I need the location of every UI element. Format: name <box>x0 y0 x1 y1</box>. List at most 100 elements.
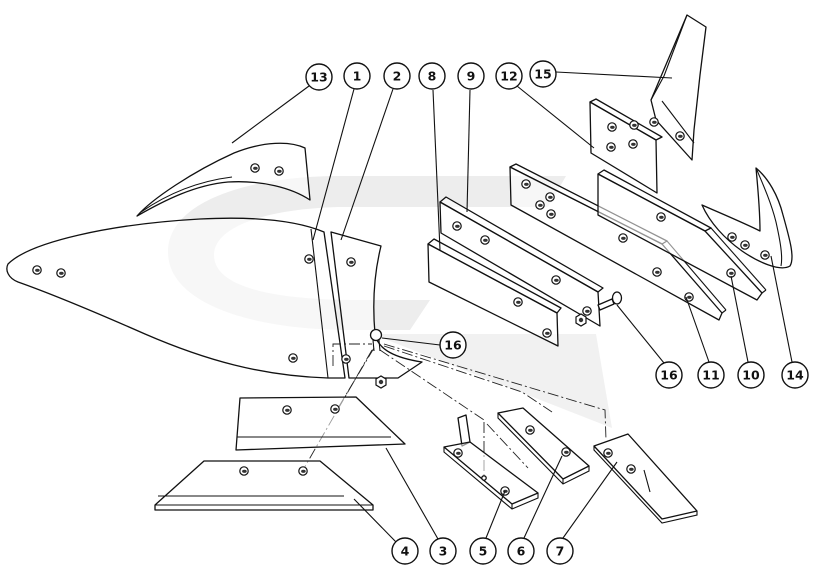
leader-line-6 <box>523 455 563 539</box>
bolt-hole <box>346 257 356 267</box>
bolt-hole <box>282 405 292 415</box>
bolt-hole <box>652 267 662 277</box>
callout-2: 2 <box>383 62 411 90</box>
part-6-plate <box>497 407 590 485</box>
leader-line-7 <box>562 461 618 539</box>
leader-line-1 <box>312 88 355 241</box>
bolt-hole <box>56 268 66 278</box>
bolt-hole <box>298 466 308 476</box>
callout-label: 14 <box>786 368 804 383</box>
bolt-hole <box>740 240 750 250</box>
nut <box>575 313 587 327</box>
callout-label: 11 <box>702 368 719 383</box>
small-hole <box>481 475 487 481</box>
bolt-hole <box>607 122 617 132</box>
leader-line-10 <box>730 275 749 363</box>
bolt-hole <box>32 265 42 275</box>
callout-4: 4 <box>391 537 419 565</box>
leader-line-14 <box>770 255 793 363</box>
bolt-hole <box>535 200 545 210</box>
callout-3: 3 <box>429 537 457 565</box>
callout-label: 1 <box>353 69 362 84</box>
callout-label: 2 <box>393 69 402 84</box>
bolt-hole <box>656 212 666 222</box>
part-5-bracket <box>443 414 539 510</box>
bolt-16-upper <box>369 328 387 389</box>
callout-label: 7 <box>556 544 565 559</box>
bolt-hole <box>480 235 490 245</box>
callout-6: 6 <box>507 537 535 565</box>
callout-label: 15 <box>534 67 551 82</box>
callout-9: 9 <box>457 62 485 90</box>
bolt-hole <box>545 192 555 202</box>
bolt-hole <box>582 306 592 316</box>
callout-7: 7 <box>546 537 574 565</box>
bolt-hole <box>606 142 616 152</box>
bolt-hole <box>525 425 535 435</box>
callout-5: 5 <box>469 537 497 565</box>
bolt-hole <box>727 232 737 242</box>
bolt-hole <box>250 163 260 173</box>
bolt-16-right <box>597 291 623 311</box>
nut <box>375 375 387 389</box>
part-10-landside-plate <box>597 169 767 301</box>
callout-8: 8 <box>418 62 446 90</box>
leader-line-13 <box>231 85 310 144</box>
bolt-hole <box>288 353 298 363</box>
leader-line-2 <box>340 88 394 241</box>
bolt-hole <box>760 250 770 260</box>
part-9-bar <box>439 196 604 327</box>
callout-1: 1 <box>343 62 371 90</box>
callout-label: 8 <box>428 69 437 84</box>
bolt-hole <box>618 233 628 243</box>
part-14-hook-plate <box>701 167 793 269</box>
bolt-hole <box>551 275 561 285</box>
bolt-hole <box>649 117 659 127</box>
callout-label: 4 <box>401 544 410 559</box>
bolt-hole <box>561 447 571 457</box>
bolt-hole <box>513 297 523 307</box>
leader-line-16-upper <box>381 337 441 346</box>
callout-label: 16 <box>444 338 462 353</box>
callout-label: 9 <box>467 69 476 84</box>
callout-label: 3 <box>439 544 448 559</box>
part-3-share <box>235 396 406 451</box>
bolt-hole <box>330 404 340 414</box>
bolt-hole <box>453 448 463 458</box>
bolt-hole <box>542 328 552 338</box>
bolt-hole <box>239 466 249 476</box>
bolt-hole <box>603 448 613 458</box>
leader-line-5 <box>485 490 506 539</box>
callout-13: 13 <box>305 63 333 91</box>
callout-14: 14 <box>781 361 809 389</box>
part-12-plate <box>589 98 663 194</box>
bolt-hole <box>629 120 639 130</box>
bolt-hole <box>274 166 284 176</box>
leader-line-9 <box>466 89 471 213</box>
callout-16-right: 16 <box>655 361 683 389</box>
callout-label: 16 <box>660 368 678 383</box>
callout-label: 10 <box>742 368 760 383</box>
callout-10: 10 <box>737 361 765 389</box>
bolt-hole <box>626 464 636 474</box>
part-8-bar <box>427 238 562 347</box>
part-1-moldboard <box>6 217 346 379</box>
bolt-hole <box>304 254 314 264</box>
leader-line-16-right <box>616 304 665 364</box>
callout-11: 11 <box>697 361 725 389</box>
callout-label: 5 <box>479 544 488 559</box>
bolt-hole <box>452 221 462 231</box>
callout-15: 15 <box>529 60 557 88</box>
bolt-hole <box>726 268 736 278</box>
callout-label: 13 <box>310 70 327 85</box>
part-13-moldboard-extension <box>136 142 311 217</box>
leader-lines <box>231 71 793 543</box>
bolt-hole <box>521 179 531 189</box>
part-15-landside-tip <box>649 14 707 161</box>
leader-line-3 <box>385 447 439 540</box>
leader-line-4 <box>353 498 397 543</box>
leader-line-12 <box>516 85 595 149</box>
bolt-hole <box>546 209 556 219</box>
leader-line-11 <box>685 296 710 363</box>
